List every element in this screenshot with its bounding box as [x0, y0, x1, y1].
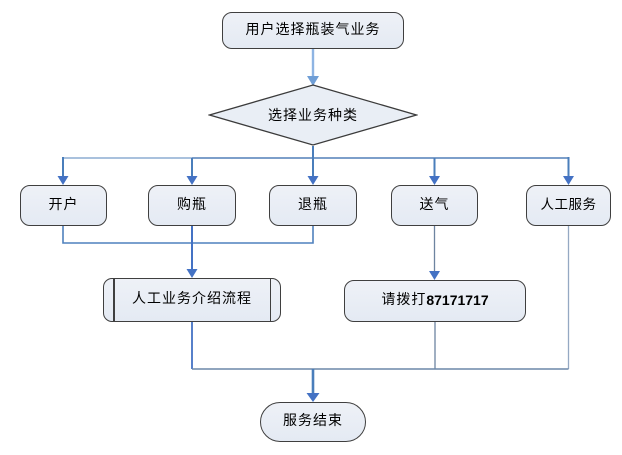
node-deliver-gas-label: 送气 [419, 197, 450, 213]
connector-buy-bottle-to-intro [186, 226, 198, 278]
connector-rail-to-buy-bottle [186, 158, 198, 185]
node-manual-service-label: 人工服务 [540, 197, 597, 213]
connector-collector-to-end [306, 369, 320, 402]
node-open-account: 开户 [20, 185, 107, 226]
node-decision-label: 选择业务种类 [268, 109, 358, 124]
connector-decision-to-return-bottle [307, 146, 319, 185]
node-decision: 选择业务种类 [208, 84, 418, 146]
node-start: 用户选择瓶装气业务 [222, 12, 404, 49]
node-start-label: 用户选择瓶装气业务 [245, 22, 381, 38]
node-end: 服务结束 [260, 402, 366, 442]
node-manual-service: 人工服务 [526, 185, 611, 226]
node-open-account-label: 开户 [48, 197, 79, 213]
connector-rail-to-open-account [57, 157, 69, 185]
node-end-label: 服务结束 [283, 414, 343, 430]
connector-deliver-gas-to-call [429, 226, 440, 280]
node-buy-bottle: 购瓶 [148, 185, 236, 226]
connector-rail-to-deliver-gas [429, 158, 440, 185]
node-buy-bottle-label: 购瓶 [177, 197, 207, 213]
call-phone-number: 87171717 [426, 292, 489, 309]
connector-open-account-elbow [62, 226, 314, 244]
connector-start-to-decision [307, 49, 319, 86]
connector-rail-to-manual-service [563, 157, 574, 185]
node-return-bottle: 退瓶 [269, 185, 357, 226]
node-return-bottle-label: 退瓶 [298, 197, 328, 213]
decision-diamond-shape [208, 84, 418, 146]
call-prefix-label: 请拨打 [381, 293, 427, 309]
node-intro-process-label: 人工业务介绍流程 [132, 292, 252, 308]
node-intro-process: 人工业务介绍流程 [103, 278, 281, 322]
node-deliver-gas: 送气 [391, 185, 478, 226]
